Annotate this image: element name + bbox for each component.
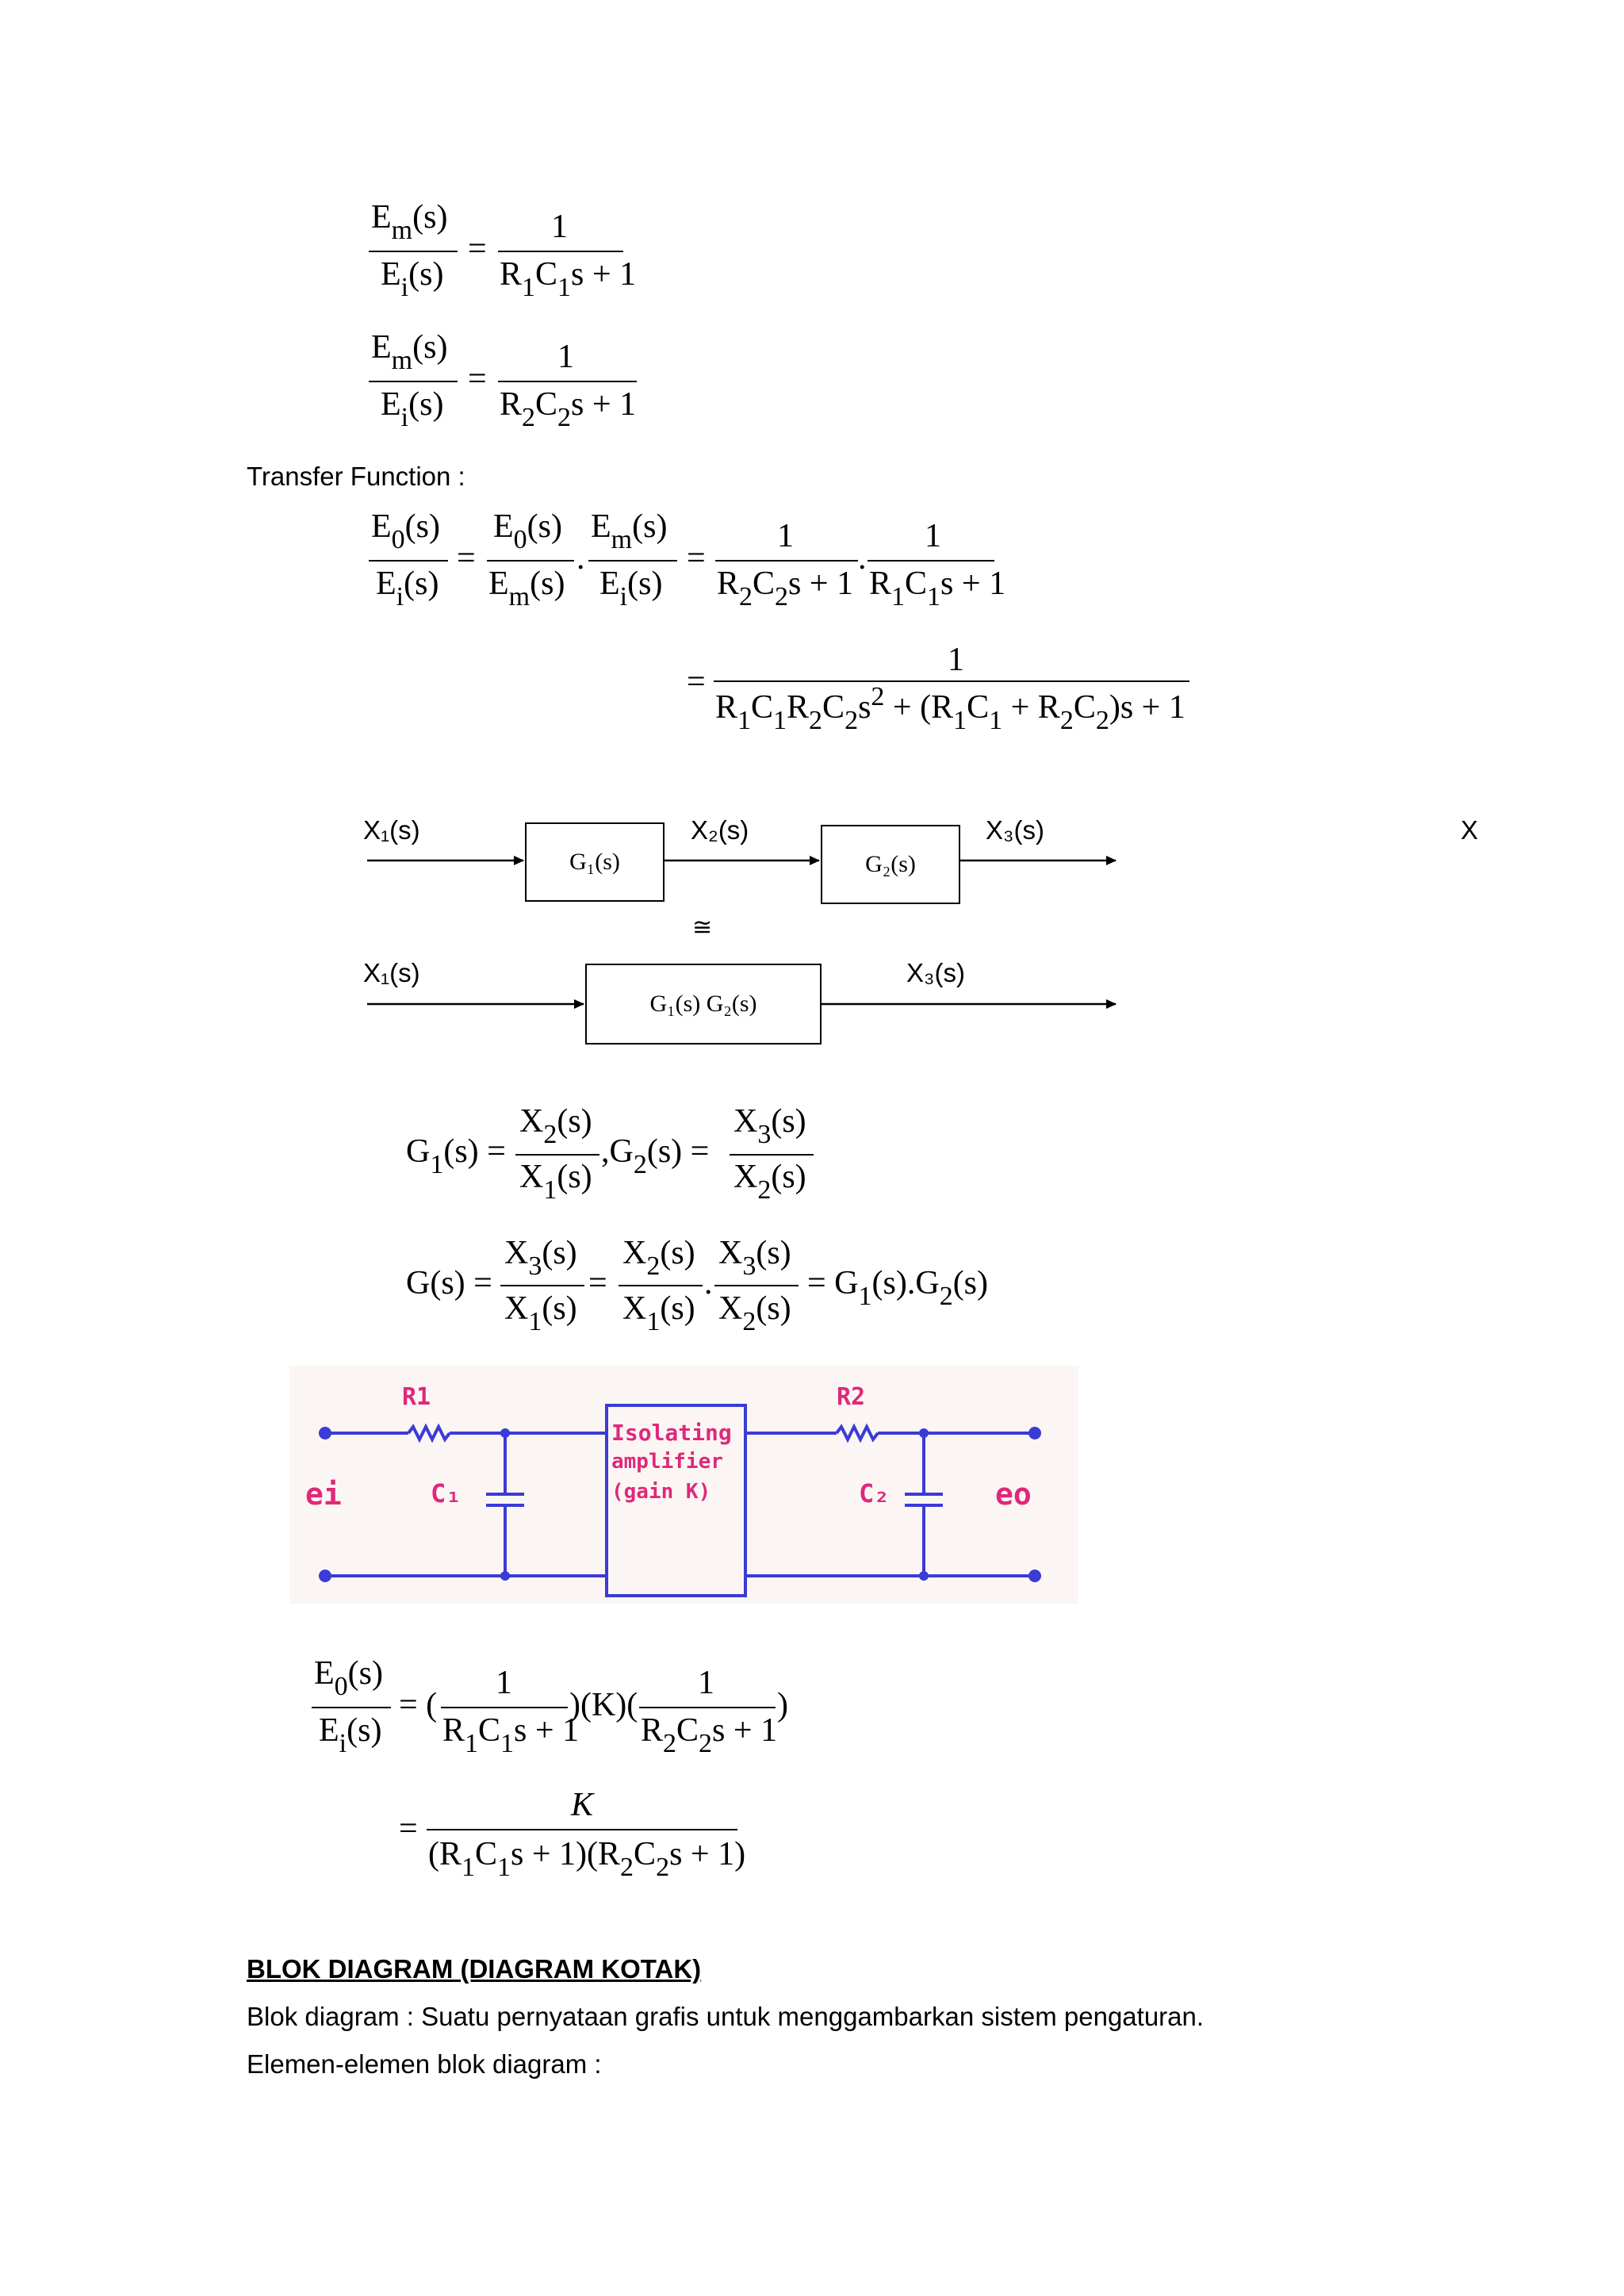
block-diagram-arrows	[367, 856, 1116, 1009]
circuit-label-r2: R2	[837, 1383, 866, 1411]
circuit-amp-line3: (gain K)	[611, 1480, 711, 1504]
block-g1g2-label: G₁(s) G₂(s)	[649, 991, 757, 1017]
block-g1-label: G₁(s)	[569, 849, 620, 875]
signal-x1-top: X₁(s)	[363, 815, 420, 845]
signal-x1-bottom: X₁(s)	[363, 958, 420, 987]
signal-x2-top: X₂(s)	[691, 815, 749, 845]
block-g2-label: G₂(s)	[865, 851, 916, 877]
circuit-amp-line2: amplifier	[611, 1450, 723, 1474]
circuit-label-c2: C₂	[859, 1478, 890, 1508]
eq1-numerator: Em(s)	[371, 199, 448, 245]
block-g2: G₂(s)	[821, 825, 960, 904]
block-g1: G₁(s)	[525, 822, 665, 902]
circuit-label-c1: C₁	[431, 1478, 462, 1508]
section-heading-blok-diagram: BLOK DIAGRAM (DIAGRAM KOTAK)	[247, 1954, 702, 1984]
circuit-figure: R1 C₁ ei R2 C₂ eo Isolating amplifier (g…	[289, 1366, 1078, 1604]
circuit-amp-line1: Isolating	[611, 1420, 732, 1446]
transfer-function-label: Transfer Function :	[247, 462, 465, 491]
signal-x3-bottom: X₃(s)	[906, 958, 965, 987]
equivalence-symbol: ≅	[692, 914, 713, 941]
circuit-label-ei: ei	[305, 1477, 342, 1512]
circuit-label-r1: R1	[402, 1383, 431, 1411]
blok-diagram-elements-label: Elemen-elemen blok diagram :	[247, 2049, 602, 2079]
signal-x3-top: X₃(s)	[986, 815, 1044, 845]
eq1-denominator: Ei(s)	[381, 256, 444, 302]
circuit-drawing	[289, 1366, 1078, 1604]
blok-diagram-definition: Blok diagram : Suatu pernyataan grafis u…	[247, 2002, 1205, 2031]
stray-x-label: X	[1461, 815, 1479, 845]
block-g1g2: G₁(s) G₂(s)	[585, 964, 822, 1045]
circuit-label-eo: eo	[995, 1477, 1032, 1512]
